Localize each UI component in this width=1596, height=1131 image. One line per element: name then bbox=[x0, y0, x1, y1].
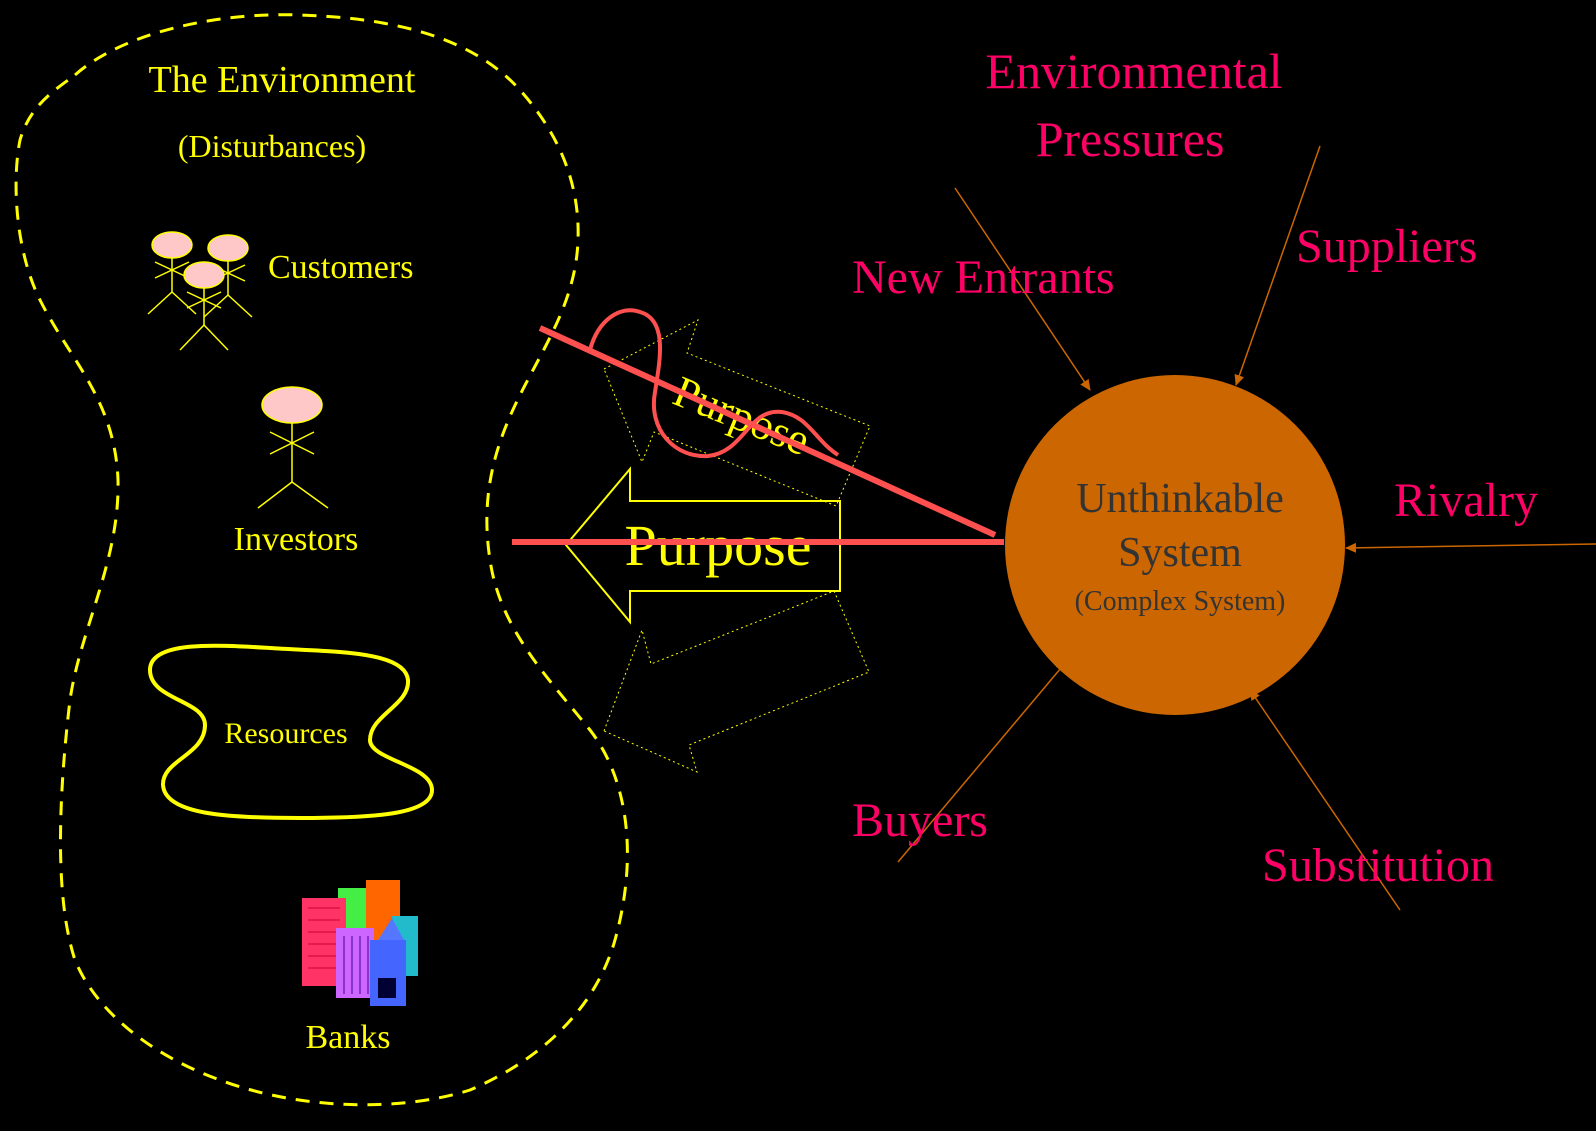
environment-boundary bbox=[14, 13, 629, 1107]
system-circle bbox=[1005, 375, 1345, 715]
environment-title: The Environment bbox=[149, 59, 416, 101]
environment-subtitle: (Disturbances) bbox=[178, 128, 366, 164]
customer-figure bbox=[179, 261, 229, 351]
pressures-heading-line2: Pressures bbox=[1036, 111, 1225, 167]
new-entrants-arrow bbox=[954, 187, 1091, 391]
purpose-arrow bbox=[564, 466, 841, 625]
system-label-line3: (Complex System) bbox=[1075, 586, 1286, 617]
ghost-arrow-upper bbox=[603, 318, 871, 507]
system-label-line2: System bbox=[1118, 530, 1242, 576]
pressures-heading-line1: Environmental bbox=[985, 43, 1282, 99]
banks-label: Banks bbox=[306, 1019, 391, 1056]
rivalry-arrow bbox=[1345, 542, 1596, 553]
resources-label: Resources bbox=[224, 717, 347, 750]
new-entrants-label: New Entrants bbox=[852, 251, 1115, 304]
investors-label: Investors bbox=[234, 521, 359, 558]
system-label-line1: Unthinkable bbox=[1076, 476, 1284, 522]
scribble-mark bbox=[588, 308, 840, 459]
suppliers-label: Suppliers bbox=[1296, 220, 1477, 273]
customers-label: Customers bbox=[268, 249, 413, 286]
customers-icon bbox=[147, 231, 253, 351]
investor-icon bbox=[257, 386, 329, 509]
ghost-arrow-lower bbox=[603, 590, 870, 773]
strike-line bbox=[538, 325, 997, 538]
substitution-arrow bbox=[1249, 689, 1401, 911]
banks-building-icon bbox=[302, 880, 418, 1006]
suppliers-arrow bbox=[1234, 145, 1321, 386]
buyers-label: Buyers bbox=[852, 794, 988, 847]
resources-blob bbox=[147, 643, 435, 821]
buyers-arrow bbox=[897, 661, 1067, 863]
substitution-label: Substitution bbox=[1262, 839, 1494, 892]
rivalry-label: Rivalry bbox=[1394, 474, 1538, 527]
purpose-label: Purpose bbox=[625, 513, 812, 578]
